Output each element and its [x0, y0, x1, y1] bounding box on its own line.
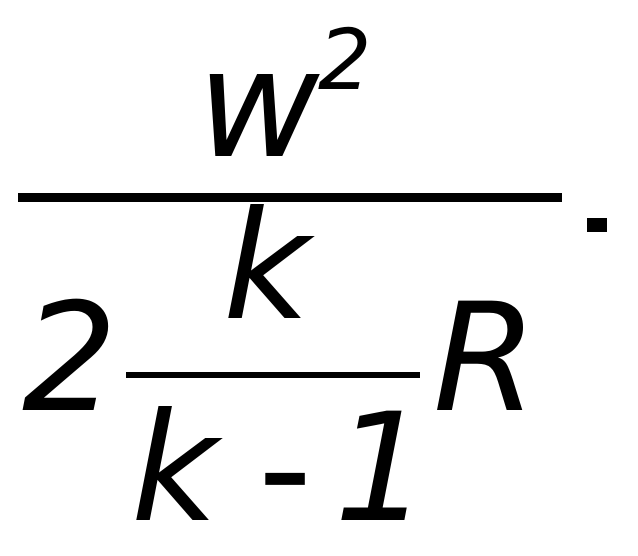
inner-numerator-k: k	[223, 180, 310, 354]
trailing-period-dot	[587, 218, 607, 232]
inner-denominator-k: k	[131, 382, 218, 556]
main-fraction-bar	[18, 193, 562, 202]
inner-denominator-minus: -	[258, 382, 313, 556]
numerator-base-w: w	[197, 18, 320, 192]
numerator-exponent: 2	[318, 11, 372, 109]
constant-r: R	[433, 272, 538, 446]
inner-denominator-one: 1	[334, 382, 430, 556]
inner-fraction-bar	[126, 372, 420, 378]
coefficient-two: 2	[22, 272, 118, 446]
